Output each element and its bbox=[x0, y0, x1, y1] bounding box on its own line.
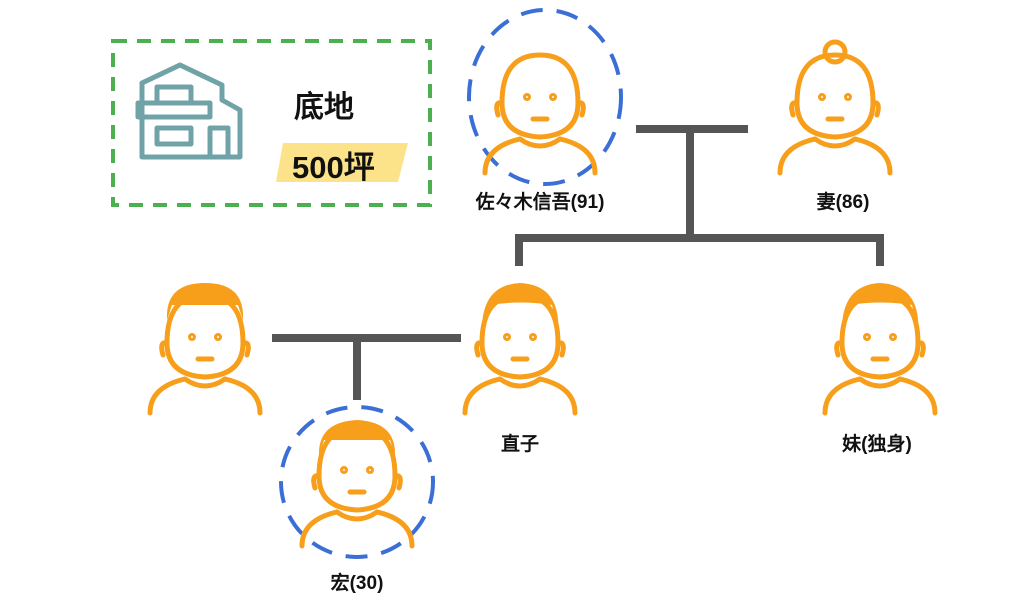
hiroshi-label: 宏(30) bbox=[330, 573, 384, 594]
grandfather-icon bbox=[485, 55, 595, 173]
hiroshi-icon bbox=[302, 428, 412, 546]
wife-hair-bun-icon bbox=[822, 39, 848, 65]
wife-label: 妻(86) bbox=[816, 192, 870, 213]
husband-icon bbox=[150, 295, 260, 413]
grandfather-label: 佐々木信吾(91) bbox=[475, 192, 605, 213]
property-area-label: 500坪 bbox=[292, 150, 375, 185]
naoko-label: 直子 bbox=[500, 434, 540, 455]
naoko-icon bbox=[465, 295, 575, 413]
highlight-ring-hiroshi bbox=[279, 405, 435, 559]
property-type-label: 底地 bbox=[294, 91, 354, 124]
sister-label: 妹(独身) bbox=[842, 434, 912, 455]
highlight-ring-grandfather bbox=[467, 8, 623, 186]
area-badge bbox=[276, 143, 408, 182]
house-icon bbox=[135, 62, 243, 160]
hair-shapes bbox=[166, 283, 919, 455]
family-connector-lines bbox=[272, 125, 884, 400]
wife-icon bbox=[780, 55, 890, 173]
sister-icon bbox=[825, 295, 935, 413]
